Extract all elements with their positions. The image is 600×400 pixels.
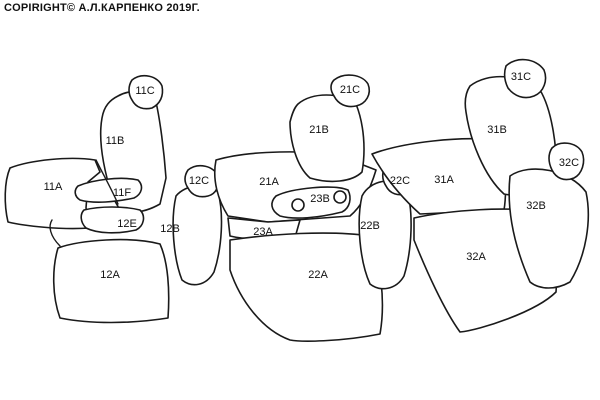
cup-holder-right bbox=[333, 190, 347, 204]
label-31c: 31C bbox=[511, 71, 531, 83]
middle-seat-group bbox=[213, 74, 420, 342]
seat-part-11f bbox=[74, 177, 143, 203]
label-11a: 11A bbox=[44, 181, 63, 193]
seat-part-11c bbox=[128, 74, 164, 110]
seat-part-12c bbox=[184, 164, 220, 198]
label-31a: 31A bbox=[434, 174, 454, 186]
seat-part-31c bbox=[503, 58, 547, 99]
label-11c: 11C bbox=[135, 85, 154, 97]
seat-part-11a bbox=[4, 157, 101, 230]
label-23b: 23B bbox=[310, 193, 330, 205]
seat-part-32c bbox=[548, 142, 585, 181]
left-seat-group bbox=[4, 74, 223, 324]
label-12c: 12C bbox=[189, 175, 209, 187]
label-22a: 22A bbox=[308, 269, 328, 281]
label-11b: 11B bbox=[106, 135, 125, 147]
seat-part-21c bbox=[330, 74, 371, 108]
label-12b: 12B bbox=[160, 223, 180, 235]
seat-part-12b bbox=[172, 184, 223, 286]
cup-holder-left bbox=[291, 198, 305, 212]
seat-part-12e bbox=[80, 206, 145, 234]
label-32b: 32B bbox=[526, 200, 546, 212]
label-23a: 23A bbox=[253, 226, 273, 238]
seat-detail-left-crease bbox=[49, 159, 119, 247]
label-21c: 21C bbox=[340, 84, 360, 96]
seat-part-22a bbox=[229, 232, 384, 342]
label-22c: 22C bbox=[390, 175, 410, 187]
label-32a: 32A bbox=[466, 251, 486, 263]
label-12e: 12E bbox=[117, 218, 137, 230]
label-32c: 32C bbox=[559, 157, 579, 169]
seat-part-21b bbox=[289, 94, 365, 183]
label-12a: 12A bbox=[100, 269, 120, 281]
label-21b: 21B bbox=[309, 124, 329, 136]
label-11f: 11F bbox=[113, 187, 131, 199]
copyright-text: COPIRIGHT© А.Л.КАРПЕНКО 2019Г. bbox=[4, 2, 200, 14]
seat-part-23b bbox=[271, 186, 351, 219]
label-31b: 31B bbox=[487, 124, 507, 136]
right-seat-group bbox=[371, 58, 590, 333]
label-21a: 21A bbox=[259, 176, 279, 188]
label-22b: 22B bbox=[360, 220, 380, 232]
seat-part-12a bbox=[52, 238, 170, 324]
